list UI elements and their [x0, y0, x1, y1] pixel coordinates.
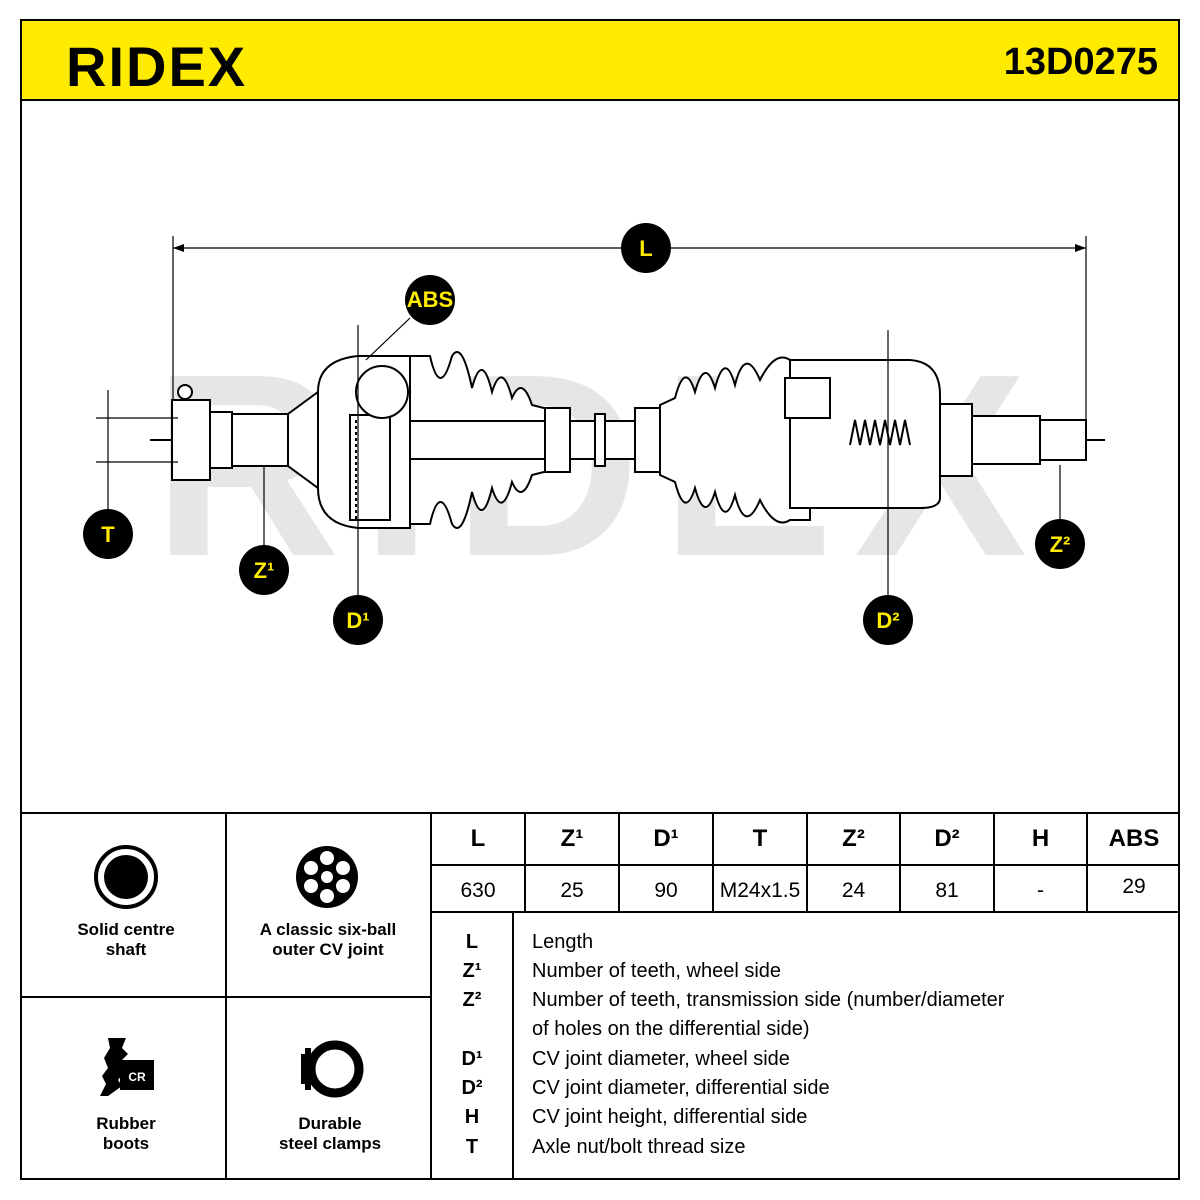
- legend-text: Number of teeth, wheel side: [532, 960, 782, 982]
- centre-shaft: [409, 407, 661, 473]
- outer-cv-joint: [317, 355, 411, 529]
- spec-header-d2: D²: [934, 825, 960, 852]
- label-z1: Z¹: [239, 545, 289, 595]
- rubber-boot-icon: CR: [100, 1038, 154, 1096]
- legend-text: Axle nut/bolt thread size: [532, 1136, 746, 1158]
- spec-header-l: L: [470, 825, 486, 852]
- six-ball-joint-icon: [296, 846, 358, 908]
- transmission-side-boot: [659, 356, 811, 524]
- legend-text: Number of teeth, transmission side (numb…: [532, 989, 1005, 1011]
- svg-text:CR: CR: [128, 1070, 146, 1084]
- legend-key: T: [465, 1136, 479, 1158]
- spec-value-h: -: [1037, 879, 1044, 902]
- spec-header-z1: Z¹: [560, 825, 584, 852]
- spec-header-abs: ABS: [1108, 825, 1160, 852]
- spec-value-z2: 24: [841, 879, 866, 902]
- part-number: 13D0275: [1003, 41, 1158, 83]
- svg-text:D²: D²: [876, 608, 899, 633]
- info-panel: [20, 812, 1180, 1182]
- svg-text:D¹: D¹: [346, 608, 369, 633]
- label-t: T: [83, 509, 133, 559]
- solid-shaft-icon: [94, 845, 158, 909]
- label-z2: Z²: [1035, 519, 1085, 569]
- header-bar: RIDEX 13D0275: [20, 19, 1180, 101]
- legend-text: CV joint diameter, differential side: [532, 1077, 830, 1099]
- label-l: L: [621, 223, 671, 273]
- label-d1: D¹: [333, 595, 383, 645]
- legend-text: CV joint diameter, wheel side: [532, 1048, 790, 1070]
- svg-text:Z²: Z²: [1050, 532, 1071, 557]
- spec-header-h: H: [1031, 825, 1050, 852]
- spec-value-l: 630: [460, 879, 496, 902]
- legend-text: Length: [532, 931, 594, 953]
- leader-lines: [263, 317, 1061, 598]
- legend-key: Z²: [462, 989, 482, 1011]
- legend-key: Z¹: [462, 960, 482, 982]
- brand-logo: RIDEX: [66, 35, 248, 98]
- steel-clamp-icon: [301, 1040, 364, 1098]
- svg-text:Z¹: Z¹: [254, 558, 275, 583]
- spec-value-d2: 81: [935, 879, 959, 902]
- legend-key: H: [464, 1106, 480, 1128]
- spec-value-abs: 29: [1122, 875, 1146, 898]
- svg-text:L: L: [639, 236, 652, 261]
- wheel-stub: [171, 384, 319, 490]
- legend-key: D¹: [461, 1048, 483, 1070]
- spec-value-t: M24x1.5: [719, 879, 801, 902]
- transmission-stub: [971, 415, 1087, 465]
- label-d2: D²: [863, 595, 913, 645]
- spec-header-t: T: [752, 825, 768, 852]
- spec-value-z1: 25: [560, 879, 584, 902]
- svg-text:T: T: [101, 522, 115, 547]
- spec-header-d1: D¹: [653, 825, 679, 852]
- inner-cv-joint: [784, 359, 973, 509]
- legend-key: D²: [461, 1077, 483, 1099]
- drive-shaft-diagram: RIDEX: [83, 223, 1105, 645]
- t-dimension: [96, 390, 178, 510]
- spec-header-z2: Z²: [842, 825, 865, 852]
- legend-key: L: [465, 931, 479, 953]
- spec-value-d1: 90: [654, 879, 678, 902]
- legend-text: CV joint height, differential side: [532, 1106, 808, 1128]
- svg-text:ABS: ABS: [407, 287, 453, 312]
- legend-text: of holes on the differential side): [532, 1018, 810, 1040]
- label-abs: ABS: [405, 275, 455, 325]
